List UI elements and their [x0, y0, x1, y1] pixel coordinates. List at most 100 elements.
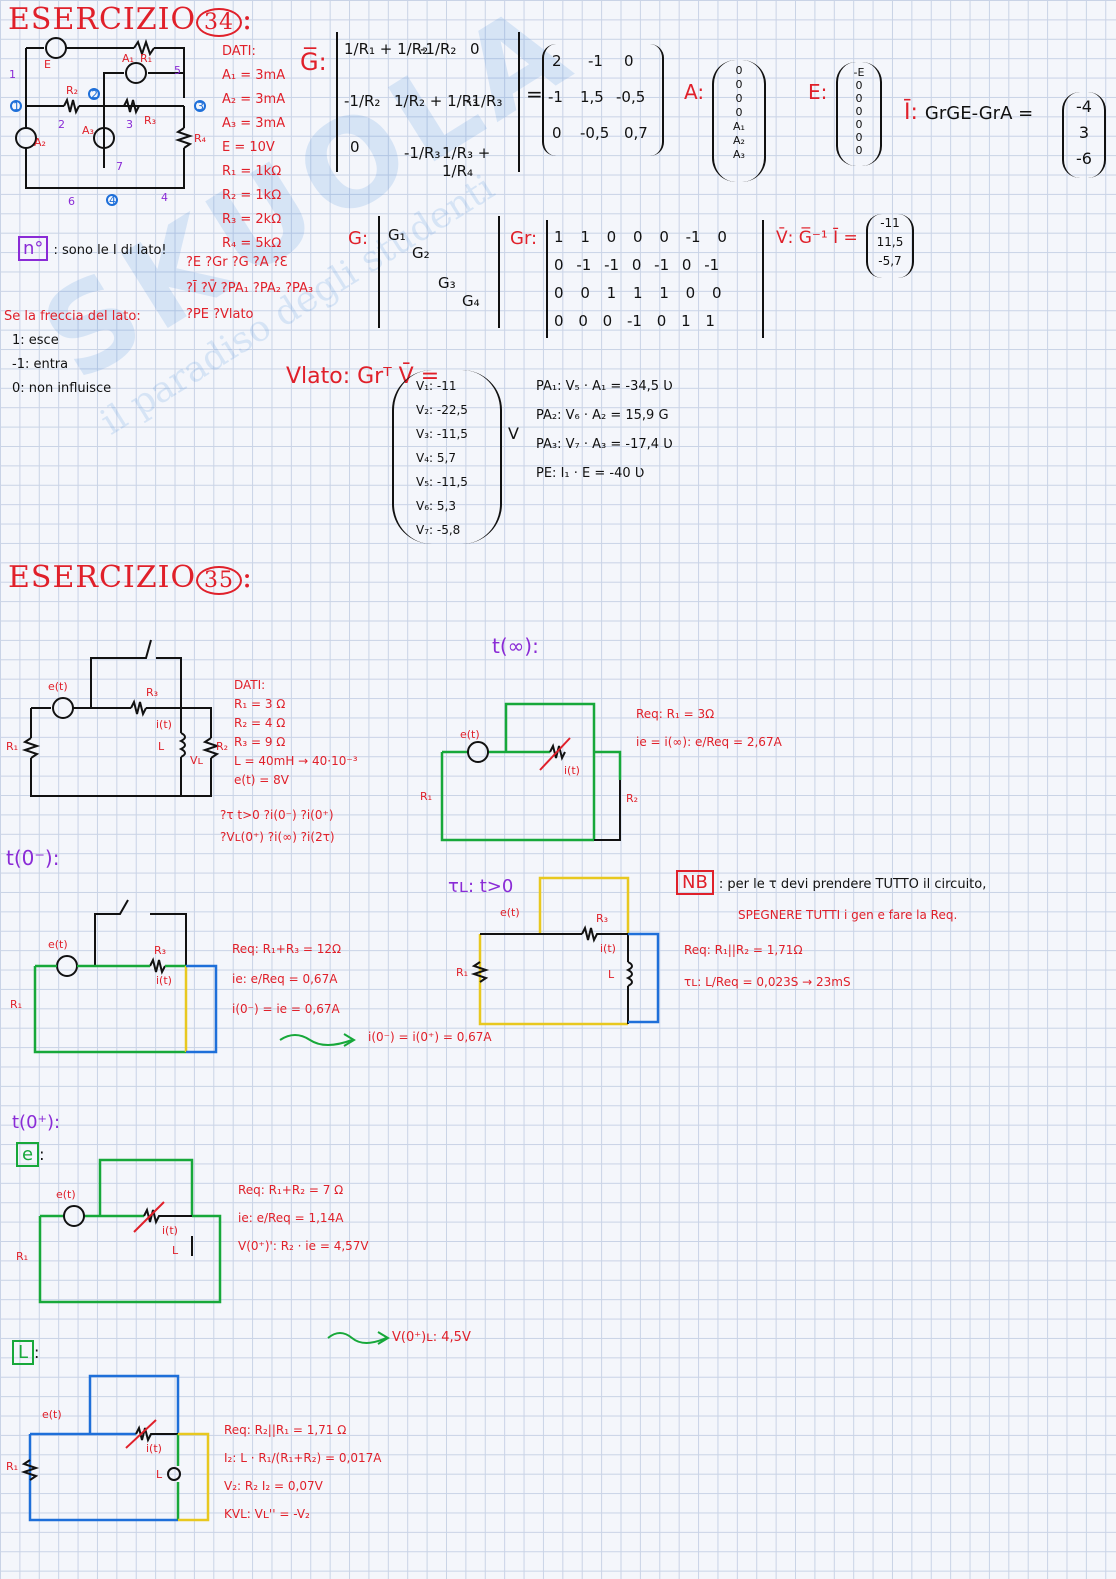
vector-cell: -11 — [880, 216, 900, 230]
matrix-cell: 0 — [606, 228, 617, 246]
ex35-t0m-line: Req: R₁+R₃ = 12Ω — [232, 942, 342, 956]
vector-cell: V₁: -11 — [416, 379, 457, 393]
ex35-green-arrow — [279, 1033, 356, 1047]
ex34-rule-item: -1: entra — [12, 357, 69, 372]
ex35-data-item: e(t) = 8V — [234, 773, 289, 787]
ex34-data-item: E = 10V — [222, 140, 275, 155]
ex35-label-e: e(t) — [48, 680, 68, 693]
ex34-power-row: PA₂: V₆ · A₂ = 15,9 G — [536, 408, 669, 423]
ex34-circuit: E A₁ A₂ A₃ R₂ R₃ R₄ R₁ 1 2 3 4 5 6 7 1 2… — [9, 37, 207, 208]
ex35-tau-line: Req: R₁||R₂ = 1,71Ω — [684, 943, 803, 957]
ex34-power-row: PE: I₁ · E = -40 Ʋ — [536, 466, 645, 481]
ex34-label-R3: R₃ — [144, 114, 156, 127]
matrix-cell: 0 — [711, 284, 722, 302]
ex35-unknown-row: ?Vʟ(0⁺) ?i(∞) ?i(2τ) — [220, 830, 335, 844]
matrix-cell: 1 — [554, 228, 564, 246]
ex35-t0m-line: ie: e/Req = 0,67A — [232, 972, 338, 986]
ex34-data: DATI: A₁ = 3mA A₂ = 3mA A₃ = 3mA E = 10V… — [222, 40, 285, 256]
ex35-t0m-label-i: i(t) — [156, 974, 172, 987]
vector-cell: V₄: 5,7 — [416, 451, 456, 465]
matrix-cell: -1 — [588, 52, 603, 70]
ex34-note: n° : sono le I di lato! — [18, 236, 167, 261]
ex35-nb: NB : per le τ devi prendere TUTTO il cir… — [676, 870, 986, 895]
ex34-Gr-row: 0 0 0 -1 0 1 1 — [554, 312, 715, 330]
ex35-data: DATI: R₁ = 3 Ω R₂ = 4 Ω R₃ = 9 Ω L = 40m… — [234, 676, 358, 790]
matrix-cell: G₃ — [438, 274, 456, 292]
ex35-e-colon: : — [39, 1145, 45, 1164]
vector-cell: A₂ — [733, 134, 745, 147]
ex35-tinf-label-i: i(t) — [564, 764, 580, 777]
matrix-cell: 1 — [580, 228, 590, 246]
ex35-label-VL: Vʟ — [190, 754, 204, 767]
ex35-unknowns: ?τ t>0 ?i(0⁻) ?i(0⁺) ?Vʟ(0⁺) ?i(∞) ?i(2τ… — [220, 804, 335, 848]
ex35-data-item: L = 40mH → 40·10⁻³ — [234, 754, 358, 768]
matrix-cell: 0 — [659, 228, 669, 246]
ex34-G-label: G̅: — [300, 48, 327, 76]
ex34-rule-item: 1: esce — [12, 333, 59, 348]
ex35-label-R2: R₂ — [216, 740, 228, 753]
ex34-A-vector: 0 0 0 0 A₁ A₂ A₃ — [712, 60, 766, 182]
matrix-cell: -1 — [685, 228, 701, 246]
ex34-V-vector: -11 11,5 -5,7 — [866, 214, 914, 278]
ex34-data-item: R₃ = 2kΩ — [222, 212, 282, 227]
matrix-cell: 0 — [656, 312, 667, 330]
ex35-tinf-calc: Req: R₁ = 3Ω ie = i(∞): e/Req = 2,67A — [636, 700, 782, 756]
ex35-label-R3: R₃ — [146, 686, 158, 699]
ex34-Gr-matrix: 1 1 0 0 0 -1 0 0 -1 -1 0 -1 0 -1 0 0 1 1… — [546, 220, 764, 338]
ex34-branch-2: 2 — [58, 118, 65, 131]
matrix-cell: 1 — [659, 284, 669, 302]
ex35-data-title: DATI: — [234, 678, 266, 692]
ex35-L-label-R1: R₁ — [6, 1460, 18, 1473]
ex35-circuit-main: e(t) R₃ i(t) L R₁ R₂ Vʟ — [6, 639, 228, 797]
vector-cell: V₅: -11,5 — [416, 475, 468, 489]
ex35-label-i: i(t) — [156, 718, 172, 731]
ex35-L-label-L: L — [156, 1468, 163, 1481]
ex35-e-label-i: i(t) — [162, 1224, 178, 1237]
matrix-cell: 0 — [470, 40, 480, 58]
matrix-cell: 0 — [350, 138, 360, 156]
ex34-branch-1: 1 — [9, 68, 16, 81]
matrix-cell: -1/R₂ — [420, 40, 457, 58]
ex34-Gr-row: 0 0 1 1 1 0 0 — [554, 284, 722, 302]
ex35-tinf-label-e: e(t) — [460, 728, 480, 741]
ex35-t0m-label: t(0⁻): — [6, 846, 60, 870]
ex34-Gd-matrix: G₁ G₂ G₃ G₄ — [378, 216, 500, 328]
matrix-cell: 0 — [602, 312, 613, 330]
ex35-e-box: e — [16, 1142, 40, 1167]
ex34-label-R1: R₁ — [140, 52, 152, 65]
matrix-cell: -1/R₃ — [404, 144, 441, 162]
ex34-data-title: DATI: — [222, 44, 256, 59]
ex34-power-row: PA₃: V₇ · A₃ = -17,4 Ʋ — [536, 437, 673, 452]
matrix-cell: -1 — [704, 256, 720, 274]
ex34-branch-6: 6 — [68, 195, 75, 208]
matrix-cell: 0 — [580, 284, 590, 302]
ex35-unknown-row: ?τ t>0 ?i(0⁻) ?i(0⁺) — [220, 808, 334, 822]
ex35-circuit-t0m: e(t) R₃ i(t) R₁ — [10, 899, 218, 1054]
ex35-tau-label: τʟ: t>0 — [448, 876, 514, 897]
ex34-note-box: n° — [18, 236, 49, 261]
ex34-node-1: 1 — [13, 100, 20, 113]
ex35-L-box: L — [12, 1340, 35, 1365]
vector-cell: 3 — [1078, 123, 1090, 142]
ex34-unknown-row: ?Ī ?V̄ ?PA₁ ?PA₂ ?PA₃ — [186, 281, 314, 296]
ex34-branch-3: 3 — [126, 118, 133, 131]
matrix-cell: 0 — [631, 256, 642, 274]
ex34-E-label: E: — [808, 80, 828, 104]
ex35-tinf-label-R1: R₁ — [420, 790, 432, 803]
ex35-circuit-L: e(t) i(t) L R₁ — [6, 1374, 210, 1522]
matrix-cell: 0 — [624, 52, 634, 70]
vector-cell: A₁ — [733, 120, 745, 133]
ex35-L-label-e: e(t) — [42, 1408, 62, 1421]
ex34-arrow-rules: Se la freccia del lato: 1: esce -1: entr… — [4, 305, 141, 401]
ex34-branch-4: 4 — [161, 191, 168, 204]
ex34-G-numeric: 2 -1 0 -1 1,5 -0,5 0 -0,5 0,7 — [542, 44, 664, 156]
matrix-cell: G₁ — [388, 226, 406, 244]
ex34-label-R4: R₄ — [194, 132, 207, 145]
matrix-cell: 0 — [554, 284, 564, 302]
vector-cell: -6 — [1076, 149, 1092, 168]
ex34-data-item: A₃ = 3mA — [222, 116, 286, 131]
ex35-L-section: L: — [12, 1340, 39, 1365]
matrix-cell: -1 — [626, 312, 642, 330]
ex35-tinf-line: Req: R₁ = 3Ω — [636, 707, 715, 721]
